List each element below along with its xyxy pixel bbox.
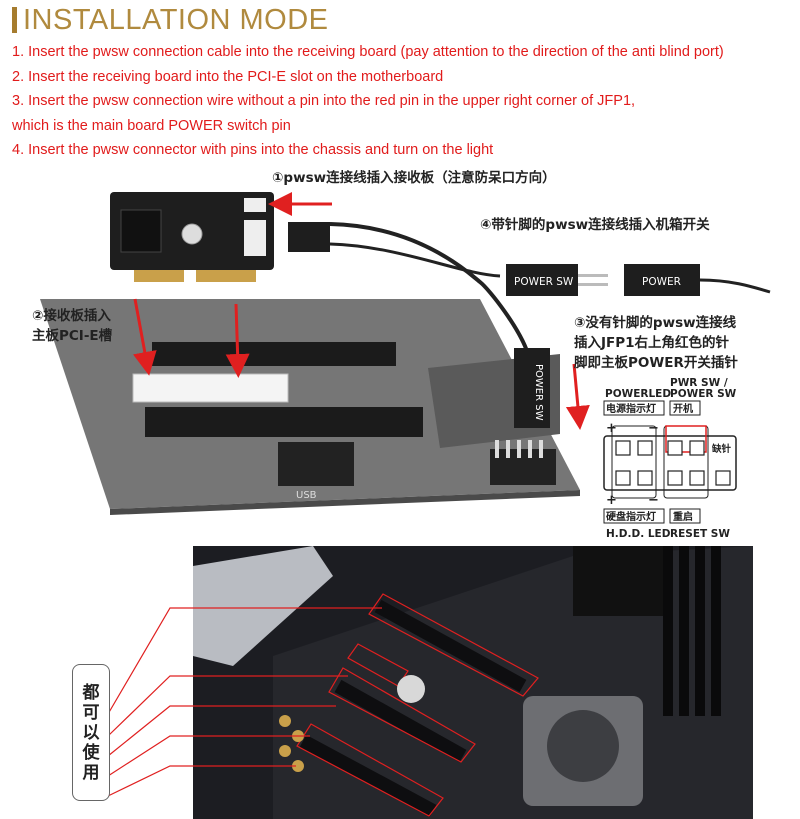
callout-4: ④带针脚的pwsw连接线插入机箱开关 xyxy=(480,216,710,233)
pcie-slot-bottom xyxy=(145,407,423,437)
pin-missing: 缺针 xyxy=(711,443,732,455)
power-label: POWER xyxy=(642,276,681,288)
board-chip xyxy=(120,209,162,253)
pin-hdd-cn: 硬盘指示灯 xyxy=(606,510,656,523)
pwsw-cable-2 xyxy=(329,242,501,278)
usb-header xyxy=(278,442,354,486)
callout-2-line1: ②接收板插入 xyxy=(32,307,111,324)
cpu-socket xyxy=(573,546,673,616)
callout-3-line2: 插入JFP1右上角红色的针 xyxy=(574,334,730,351)
motherboard-photo-art xyxy=(193,546,753,819)
pwsw-cable xyxy=(329,222,530,355)
usb-label: USB xyxy=(296,490,317,501)
pin-pwrsw-top: PWR SW / xyxy=(670,377,728,389)
pin-plus-bottom: + xyxy=(606,493,617,508)
usable-slots-label: 都 可 以 使 用 xyxy=(72,664,110,801)
motherboard-photo xyxy=(193,546,753,819)
pin-powersw-cn: 开机 xyxy=(673,402,693,415)
motherboard-edge xyxy=(110,490,580,515)
vertical-label: POWER SW xyxy=(533,364,544,421)
cmos-battery xyxy=(397,675,425,703)
pcie-slot-top xyxy=(152,342,396,366)
pin-powersw: POWER SW xyxy=(670,388,737,400)
board-gold-fingers-2 xyxy=(196,270,256,282)
chipset-fan xyxy=(547,710,619,782)
power-cable xyxy=(699,278,771,294)
pin-reset-cn: 重启 xyxy=(673,510,693,523)
callout-2-line2: 主板PCI-E槽 xyxy=(32,327,113,344)
board-connector-top xyxy=(244,198,266,212)
pin-minus-bottom: − xyxy=(648,493,659,508)
pcie-slot-white xyxy=(132,373,289,403)
usable-char-5: 用 xyxy=(82,762,100,783)
board-connector-side xyxy=(244,220,266,256)
usable-char-3: 以 xyxy=(82,722,100,743)
jfp1-header xyxy=(490,449,556,485)
instruction-steps: 1. Insert the pwsw connection cable into… xyxy=(12,40,797,163)
power-sw-connector xyxy=(506,264,578,296)
pin-powerled: POWERLED xyxy=(605,388,671,400)
usable-char-1: 都 xyxy=(82,682,100,703)
step-3-continued: which is the main board POWER switch pin xyxy=(12,117,291,134)
section-title: INSTALLATION MODE xyxy=(12,2,329,38)
step-4: 4. Insert the pwsw connector with pins i… xyxy=(12,142,494,159)
arrow-jfp1 xyxy=(565,363,590,430)
callout-3-line1: ③没有针脚的pwsw连接线 xyxy=(574,314,737,331)
connector-pin-top xyxy=(578,274,608,277)
step-3: 3. Insert the pwsw connection wire witho… xyxy=(12,93,636,110)
power-connector xyxy=(624,264,700,296)
callout-1: ①pwsw连接线插入接收板（注意防呆口方向） xyxy=(272,169,556,186)
title-accent-bar xyxy=(12,7,17,33)
step-2: 2. Insert the receiving board into the P… xyxy=(12,68,444,85)
ram-slots xyxy=(663,546,721,716)
power-sw-label: POWER SW xyxy=(514,276,574,288)
arrow-pcie-1 xyxy=(133,298,157,376)
pin-plus-top: + xyxy=(606,421,617,436)
pin-minus-top: − xyxy=(648,421,659,436)
vertical-connector xyxy=(514,348,550,428)
installation-diagram: USB POWER SW POWER POWER SW ①pwsw连接线插入接收… xyxy=(32,169,771,540)
pin-reset-sw: RESET SW xyxy=(670,528,730,540)
cable-plug xyxy=(288,222,330,252)
board-gold-fingers-1 xyxy=(134,270,184,282)
callout-3-line3: 脚即主板POWER开关插针 xyxy=(574,354,738,371)
pin-diagram: PWR SW / POWERLED POWER SW 电源指示灯 开机 + − … xyxy=(603,377,737,540)
arrow-pcie-2 xyxy=(225,303,250,378)
pin-powerled-cn: 电源指示灯 xyxy=(606,402,656,415)
usable-char-2: 可 xyxy=(82,702,100,723)
pin-hdd-led: H.D.D. LED xyxy=(606,528,671,540)
board-button xyxy=(181,223,203,245)
title-text: INSTALLATION MODE xyxy=(23,3,329,36)
connector-pin-bottom xyxy=(578,283,608,286)
usable-char-4: 使 xyxy=(82,742,100,763)
jfp1-pins xyxy=(495,440,543,458)
step-1: 1. Insert the pwsw connection cable into… xyxy=(12,44,724,60)
